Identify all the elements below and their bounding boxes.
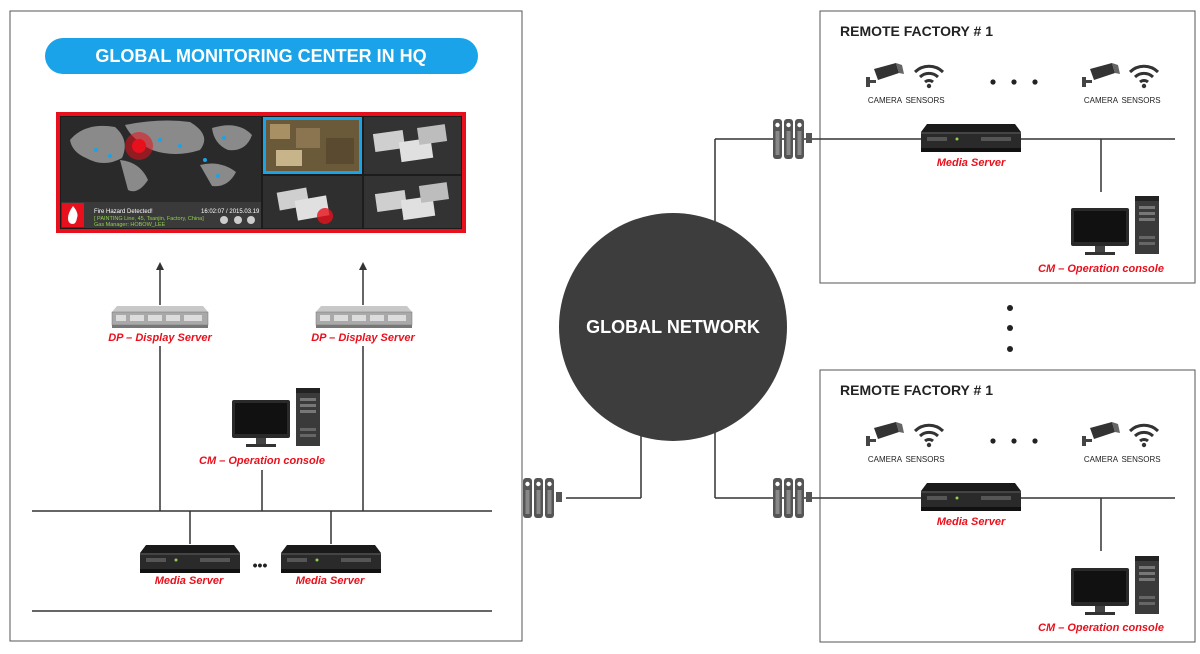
display-server-label: DP – Display Server	[311, 332, 415, 344]
display-server-label: DP – Display Server	[108, 332, 212, 344]
alert-manager: Gas Manager: HOBOW_LEE	[94, 222, 166, 228]
remote-factory-panel: REMOTE FACTORY # 1 CAMERA SENSORS CAMERA…	[819, 10, 1196, 284]
display-server-icon	[315, 305, 413, 329]
alert-title: Fire Hazard Detected!	[94, 209, 153, 215]
alert-bar	[61, 202, 261, 228]
sensors-label: SENSORS	[905, 455, 944, 464]
more-factories-dot	[1007, 325, 1013, 331]
camera-label: CAMERA	[868, 455, 903, 464]
factory-title: REMOTE FACTORY # 1	[840, 382, 993, 398]
more-devices-dot	[990, 79, 996, 85]
sensors-label: SENSORS	[905, 96, 944, 105]
remote-factory-panel: REMOTE FACTORY # 1 CAMERA SENSORS CAMERA…	[819, 369, 1196, 643]
media-server-label: Media Server	[296, 575, 365, 587]
global-network-node	[559, 213, 787, 441]
operation-console-label: CM – Operation console	[199, 455, 325, 467]
media-server-label: Media Server	[155, 575, 224, 587]
sensors-label: SENSORS	[1121, 455, 1160, 464]
more-factories-dot	[1007, 305, 1013, 311]
arrow-up-icon	[359, 262, 367, 270]
more-devices-dot	[1032, 438, 1038, 444]
more-devices-dot	[1011, 79, 1017, 85]
media-server-label: Media Server	[937, 157, 1006, 169]
arrow-up-icon	[156, 262, 164, 270]
more-devices-dot	[990, 438, 996, 444]
firewall-icon	[773, 119, 812, 159]
display-server-icon	[111, 305, 209, 329]
media-server-icon	[140, 545, 240, 573]
media-server-icon	[921, 483, 1021, 511]
camera-label: CAMERA	[868, 96, 903, 105]
sensors-label: SENSORS	[1121, 96, 1160, 105]
media-server-label: Media Server	[937, 516, 1006, 528]
firewall-icon	[523, 478, 562, 518]
factory-title: REMOTE FACTORY # 1	[840, 23, 993, 39]
media-server-icon	[281, 545, 381, 573]
video-wall: Fire Hazard Detected! 16:02:07 / 2015.03…	[56, 112, 466, 233]
hq-panel	[9, 10, 523, 642]
alert-location: [ PAINTING Line, 45, Tsanjin, Factory, C…	[94, 216, 204, 222]
more-factories-dot	[1007, 346, 1013, 352]
hq-title: GLOBAL MONITORING CENTER IN HQ	[95, 46, 426, 66]
ellipsis: •••	[253, 557, 268, 573]
firewall-icon	[773, 478, 812, 518]
alert-time: 16:02:07 / 2015.03.19	[201, 209, 260, 215]
operation-console-label: CM – Operation console	[1038, 263, 1164, 275]
camera-label: CAMERA	[1084, 96, 1119, 105]
more-devices-dot	[1032, 79, 1038, 85]
camera-label: CAMERA	[1084, 455, 1119, 464]
media-server-icon	[921, 124, 1021, 152]
global-network-label: GLOBAL NETWORK	[586, 317, 760, 337]
more-devices-dot	[1011, 438, 1017, 444]
hq-title-banner	[45, 38, 478, 74]
operation-console-label: CM – Operation console	[1038, 622, 1164, 634]
